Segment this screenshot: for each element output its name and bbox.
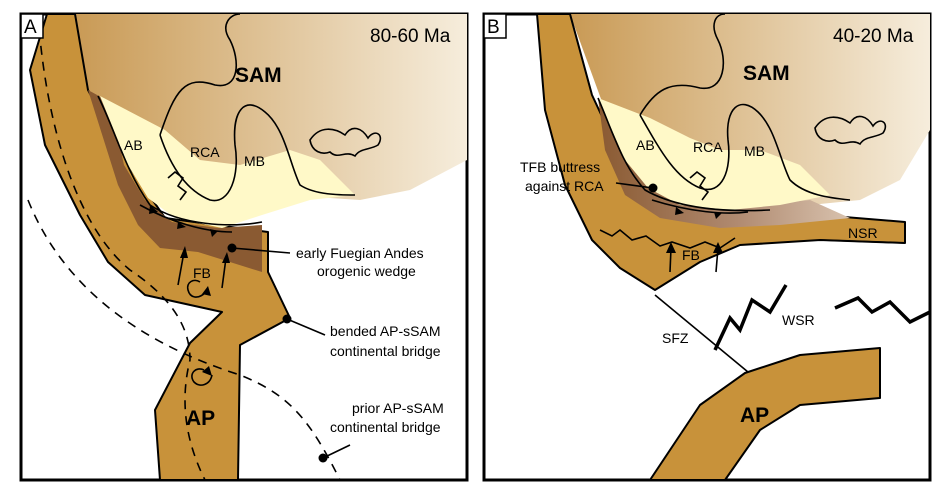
callout-tfb-text-2: against RCA xyxy=(525,178,604,194)
rca-outline-b xyxy=(639,14,726,116)
callout-wedge-line xyxy=(231,247,291,254)
label-ab-b: AB xyxy=(636,137,655,153)
panel-a-letter: A xyxy=(24,17,37,38)
label-rca-b: RCA xyxy=(693,139,723,155)
label-sam-a: SAM xyxy=(235,64,282,87)
squiggle-fb-b xyxy=(599,228,736,249)
label-mb-a: MB xyxy=(244,153,265,169)
panel-a-time: 80-60 Ma xyxy=(370,26,451,47)
nsr-line-b xyxy=(819,239,906,244)
label-fb-b: FB xyxy=(682,247,700,263)
ap-block-b xyxy=(649,347,881,480)
thrust-barb-b-2 xyxy=(714,212,722,219)
basin-edge-b xyxy=(597,97,771,212)
arrow-head-b-1 xyxy=(666,242,676,253)
callout-prior-text-2: continental bridge xyxy=(330,419,441,435)
squiggle-b xyxy=(689,170,710,201)
prior-bridge-line-outer-a xyxy=(27,199,341,480)
callout-tfb-text-1: TFB buttress xyxy=(520,159,600,175)
sfz-line-b xyxy=(654,294,749,373)
callout-prior-dot xyxy=(318,453,328,463)
rotation-head-a-1 xyxy=(202,286,211,296)
callout-wedge-dot xyxy=(227,243,237,253)
thrust-barb-a-1 xyxy=(149,205,158,214)
rotation-icon-a-2 xyxy=(191,368,213,386)
label-ap-b: AP xyxy=(740,404,769,427)
wsr-ridge-b-1 xyxy=(713,284,788,351)
panel-b-time: 40-20 Ma xyxy=(833,26,914,47)
label-sam-b: SAM xyxy=(743,62,790,85)
callout-bended-text-2: continental bridge xyxy=(330,343,441,359)
orogenic-wedge-b xyxy=(598,98,850,228)
label-ab-a: AB xyxy=(124,137,143,153)
panel-a: A 80-60 Ma SAM AB RCA MB FB AP early Fue… xyxy=(19,12,469,482)
rotation-icon-a-1 xyxy=(186,279,207,298)
thrust-b xyxy=(651,199,749,214)
label-wsr-b: WSR xyxy=(782,312,815,328)
callout-prior-text-1: prior AP-sSAM xyxy=(352,400,444,416)
arrow-head-a-2 xyxy=(222,252,230,263)
label-ap-a: AP xyxy=(186,407,215,430)
panel-b: B 40-20 Ma SAM AB RCA MB FB NSR SFZ WSR … xyxy=(482,12,932,482)
callout-tfb-line xyxy=(615,182,654,189)
callout-tfb-dot xyxy=(648,183,658,193)
callout-bended-text-1: bended AP-sSAM xyxy=(330,323,441,339)
coast-feature-b xyxy=(814,115,887,146)
panel-a-letter-box xyxy=(20,13,44,39)
arrow-head-b-2 xyxy=(713,242,723,253)
rotation-head-a-2 xyxy=(202,366,212,376)
coast-feature-a xyxy=(309,127,382,158)
mb-outline-a xyxy=(159,104,356,202)
callout-bended-line xyxy=(286,318,326,336)
squiggle-a xyxy=(167,170,188,201)
panel-b-letter: B xyxy=(487,17,500,38)
callout-bended-dot xyxy=(282,314,292,324)
basin-edge-a xyxy=(97,95,263,226)
thrust-barb-b-1 xyxy=(675,207,684,215)
thrust-barb-a-2 xyxy=(177,222,186,229)
label-sfz-b: SFZ xyxy=(662,330,689,346)
mb-outline-b xyxy=(639,103,851,201)
callout-wedge-text-2: orogenic wedge xyxy=(317,263,416,279)
wsr-ridge-b-2 xyxy=(834,295,930,325)
callout-wedge-text-1: early Fuegian Andes xyxy=(296,245,424,261)
callout-prior-line xyxy=(322,444,351,459)
basin-b xyxy=(598,98,830,210)
arrow-head-a-1 xyxy=(180,246,188,258)
thrust-barb-a-3 xyxy=(210,229,218,237)
basin-a xyxy=(100,96,355,228)
label-mb-b: MB xyxy=(744,143,765,159)
panel-b-letter-box xyxy=(483,13,507,39)
label-nsr-b: NSR xyxy=(848,225,878,241)
rca-outline-a xyxy=(159,14,241,136)
thrust-a xyxy=(139,204,233,233)
label-rca-a: RCA xyxy=(190,144,220,160)
label-fb-a: FB xyxy=(193,265,211,281)
